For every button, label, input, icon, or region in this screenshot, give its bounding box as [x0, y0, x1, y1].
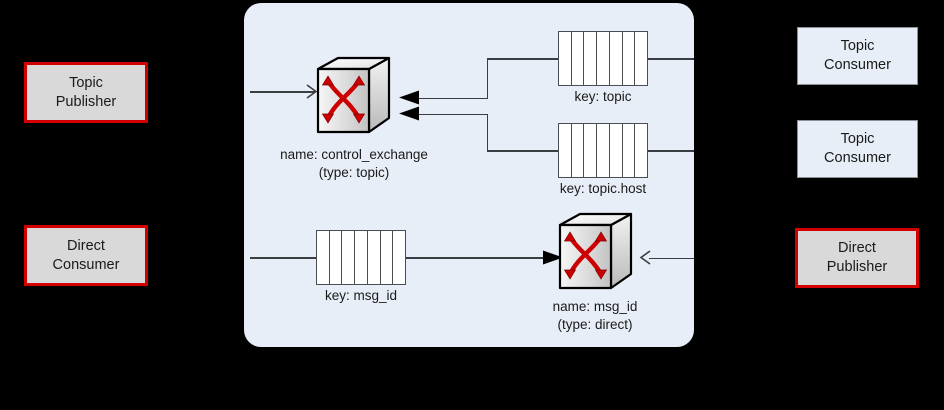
queue-cell	[393, 231, 405, 284]
wire-topic-publisher-to-exchange	[250, 91, 315, 93]
queue-topic[interactable]	[558, 31, 648, 86]
queue-cell	[368, 231, 381, 284]
queue-cell	[559, 124, 572, 177]
queue-cell	[317, 231, 330, 284]
wire-queue-msgid-to-exchange	[406, 257, 543, 259]
topic-publisher-label: Topic Publisher	[55, 74, 117, 110]
control-exchange-type: (type: topic)	[318, 164, 390, 180]
queue-cell	[559, 32, 572, 85]
queue-cell	[635, 32, 647, 85]
topic-publisher-box[interactable]: Topic Publisher	[24, 62, 148, 123]
queue-msg-id[interactable]	[316, 230, 406, 285]
msg-id-exchange-label: name: msg_id (type: direct)	[495, 298, 695, 333]
topic-consumer-box-1[interactable]: Topic Consumer	[797, 27, 918, 85]
topic-consumer-label-2: Topic Consumer	[824, 131, 891, 166]
msg-id-exchange-name: name: msg_id	[552, 299, 638, 314]
queue-cell	[635, 124, 647, 177]
queue-cell	[572, 32, 585, 85]
queue-topic-label: key: topic	[574, 89, 632, 104]
queue-topic-host-label: key: topic.host	[559, 181, 647, 196]
queue-msg-id-label: key: msg_id	[324, 288, 398, 303]
wire-riser-to-queue-topic	[486, 58, 559, 60]
msg-id-exchange-type: (type: direct)	[557, 316, 633, 332]
queue-cell	[584, 124, 598, 177]
queue-cell	[355, 231, 368, 284]
wire-queue-topic-to-consumer	[648, 58, 694, 60]
wire-exchange-to-queue-topic-v	[486, 58, 489, 99]
queue-cell	[342, 231, 356, 284]
queue-cell	[610, 124, 623, 177]
wire-direct-publisher-to-exchange	[649, 257, 694, 260]
queue-cell	[610, 32, 623, 85]
queue-cell	[597, 32, 610, 85]
wire-exchange-to-queue-topichost-h	[418, 113, 488, 116]
msg-id-exchange-icon[interactable]	[556, 212, 634, 300]
control-exchange-icon[interactable]	[314, 56, 392, 144]
direct-consumer-box[interactable]: Direct Consumer	[24, 225, 148, 286]
queue-cell	[597, 124, 610, 177]
queue-topic-host[interactable]	[558, 123, 648, 178]
wire-faller-to-queue-topichost	[486, 150, 559, 152]
topic-consumer-box-2[interactable]: Topic Consumer	[797, 120, 918, 178]
control-exchange-label: name: control_exchange (type: topic)	[254, 146, 454, 181]
wire-queue-topichost-to-consumer	[648, 150, 694, 152]
queue-cell	[330, 231, 343, 284]
queue-cell	[623, 124, 636, 177]
wire-exchange-to-queue-topichost-v	[486, 113, 489, 152]
queue-cell	[584, 32, 598, 85]
queue-cell	[381, 231, 394, 284]
direct-consumer-label: Direct Consumer	[52, 237, 120, 273]
queue-cell	[623, 32, 636, 85]
wire-exchange-to-queue-topic-h	[418, 97, 488, 100]
topic-consumer-label-1: Topic Consumer	[824, 38, 891, 73]
wire-direct-consumer-to-queue	[250, 257, 316, 259]
control-exchange-name: name: control_exchange	[280, 147, 428, 162]
queue-cell	[572, 124, 585, 177]
direct-publisher-box[interactable]: Direct Publisher	[795, 228, 919, 288]
direct-publisher-label: Direct Publisher	[826, 240, 888, 275]
